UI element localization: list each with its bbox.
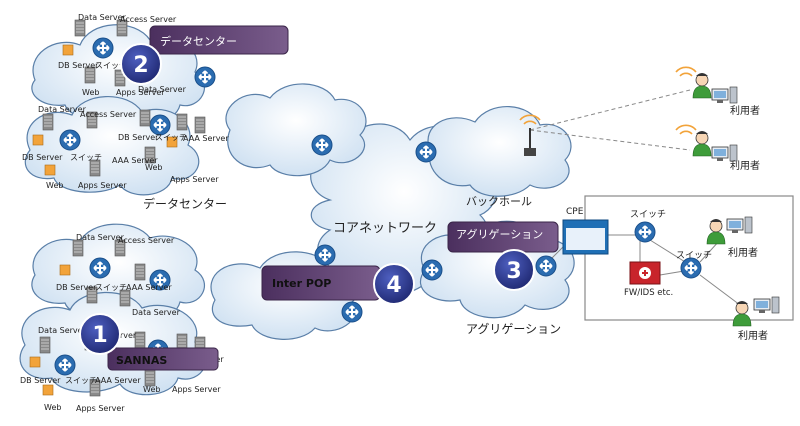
switch-label: スイッチ <box>630 209 666 220</box>
svg-text:2: 2 <box>133 53 148 78</box>
router-icon <box>59 129 81 151</box>
svg-text:4: 4 <box>386 273 401 298</box>
server-label: Access Server <box>80 110 137 119</box>
antenna-icon <box>519 114 541 156</box>
callout-interpop: Inter POP <box>261 265 381 301</box>
server-label: Web <box>82 88 99 97</box>
router-icon <box>311 134 333 156</box>
router-icon <box>54 354 76 376</box>
server-label: Data Server <box>132 308 181 317</box>
server-label: Apps Server <box>116 88 165 97</box>
callout-label: Inter POP <box>272 277 331 290</box>
backhaul-cloud <box>427 106 572 197</box>
server-label: スイッチ <box>95 283 127 292</box>
callout-aggregation: アグリゲーション <box>447 221 559 253</box>
server-label: スイッチ <box>95 61 127 70</box>
badge-4: 4 <box>373 263 415 305</box>
firewall-label: FW/IDS etc. <box>624 288 673 298</box>
callout-label: アグリゲーション <box>456 227 543 241</box>
server-label: DB Server <box>56 283 97 292</box>
server-label: Data Server <box>76 233 125 242</box>
callout-label: データセンター <box>160 34 237 48</box>
cpe-device: CPE <box>562 207 609 255</box>
server-label: Web <box>145 163 162 172</box>
server-label: スイッチ <box>155 133 187 142</box>
switch-icon <box>634 221 656 243</box>
router-icon <box>92 37 114 59</box>
user-label: 利用者 <box>730 160 760 172</box>
server-label: Apps Server <box>172 385 221 394</box>
server-label: Data Server <box>38 105 87 114</box>
user-label: 利用者 <box>730 105 760 117</box>
svg-text:1: 1 <box>92 323 107 348</box>
cpe-label: CPE <box>566 207 584 217</box>
router-icon <box>535 255 557 277</box>
callout-datacenter: データセンター <box>149 25 289 55</box>
customer-user-2: 利用者 <box>732 296 780 342</box>
core-network-label: コアネットワーク <box>333 221 437 236</box>
router-icon <box>149 114 171 136</box>
upper-link-cloud <box>225 83 367 177</box>
router-icon <box>415 141 437 163</box>
server-label: Data Server <box>78 13 127 22</box>
callout-sannas: SANNAS <box>107 347 219 371</box>
firewall-icon: FW/IDS etc. <box>624 261 673 298</box>
switch-icon <box>680 257 702 279</box>
server-label: スイッチ <box>70 153 102 162</box>
user-label: 利用者 <box>738 330 768 342</box>
callout-label: SANNAS <box>116 354 167 367</box>
server-label: Access Server <box>120 15 177 24</box>
server-label: DB Server <box>22 153 63 162</box>
wireless-user-2: 利用者 <box>675 124 760 172</box>
router-icon <box>341 301 363 323</box>
backhaul-label: バックホール <box>466 195 532 208</box>
server-label: Apps Server <box>170 175 219 184</box>
server-label: Web <box>44 403 61 412</box>
server-label: AAA Server <box>95 376 141 385</box>
badge-3: 3 <box>493 249 535 291</box>
datacenter-caption: データセンター <box>143 196 227 211</box>
server-label: DB Server <box>118 133 159 142</box>
user-label: 利用者 <box>728 247 758 259</box>
server-label: Web <box>143 385 160 394</box>
server-label: Web <box>46 181 63 190</box>
server-label: Data Server <box>138 85 187 94</box>
router-icon <box>421 259 443 281</box>
server-label: AAA Server <box>126 283 172 292</box>
router-icon <box>314 244 336 266</box>
router-icon <box>89 257 111 279</box>
customer-user-1: 利用者 <box>706 216 758 259</box>
server-label: Access Server <box>118 236 175 245</box>
switch-label: スイッチ <box>676 250 712 261</box>
wireless-user-1: 利用者 <box>675 66 760 117</box>
server-label: AAA Server <box>183 134 229 143</box>
server-label: スイッチ <box>65 376 97 385</box>
server-label: DB Server <box>58 61 99 70</box>
server-label: AAA Server <box>112 156 158 165</box>
server-label: DB Server <box>20 376 61 385</box>
badge-2: 2 <box>120 43 162 85</box>
aggregation-label: アグリゲーション <box>466 322 561 336</box>
server-label: Data Server <box>38 326 87 335</box>
svg-text:3: 3 <box>506 259 521 284</box>
badge-1: 1 <box>79 313 121 355</box>
server-label: Apps Server <box>76 404 125 413</box>
router-icon <box>194 66 216 88</box>
server-label: Apps Server <box>78 181 127 190</box>
